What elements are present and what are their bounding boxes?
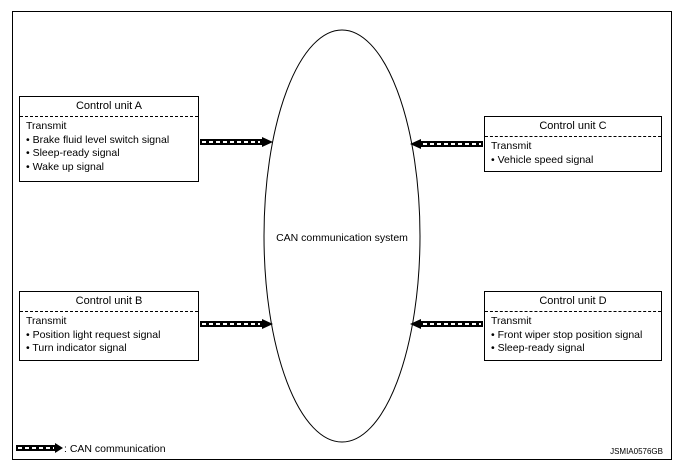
can-arrow-d — [410, 319, 483, 329]
can-system-ellipse — [263, 29, 421, 443]
legend-label: : CAN communication — [64, 443, 166, 455]
control-unit-a-title: Control unit A — [20, 97, 198, 117]
control-unit-d-title: Control unit D — [485, 292, 661, 312]
control-unit-c-title: Control unit C — [485, 117, 661, 137]
control-unit-c-section: Transmit — [491, 140, 532, 152]
signal-item: Sleep-ready signal — [26, 147, 198, 161]
signal-item: Vehicle speed signal — [491, 154, 661, 168]
signal-item: Sleep-ready signal — [491, 342, 661, 356]
control-unit-d-section: Transmit — [491, 315, 532, 327]
can-arrow-a — [200, 137, 273, 147]
can-arrow-c — [410, 139, 483, 149]
control-unit-b: Control unit B Transmit Position light r… — [19, 291, 199, 361]
can-system-label: CAN communication system — [276, 232, 408, 244]
signal-item: Brake fluid level switch signal — [26, 134, 198, 148]
signal-item: Wake up signal — [26, 161, 198, 175]
control-unit-b-section: Transmit — [26, 315, 67, 327]
control-unit-b-title: Control unit B — [20, 292, 198, 312]
control-unit-c: Control unit C Transmit Vehicle speed si… — [484, 116, 662, 172]
figure-code: JSMIA0576GB — [610, 447, 663, 456]
control-unit-a-section: Transmit — [26, 120, 67, 132]
legend-arrow-icon — [16, 443, 63, 453]
signal-item: Turn indicator signal — [26, 342, 198, 356]
signal-item: Front wiper stop position signal — [491, 329, 661, 343]
diagram-frame — [12, 11, 672, 460]
control-unit-d: Control unit D Transmit Front wiper stop… — [484, 291, 662, 361]
control-unit-a: Control unit A Transmit Brake fluid leve… — [19, 96, 199, 182]
signal-item: Position light request signal — [26, 329, 198, 343]
can-arrow-b — [200, 319, 273, 329]
